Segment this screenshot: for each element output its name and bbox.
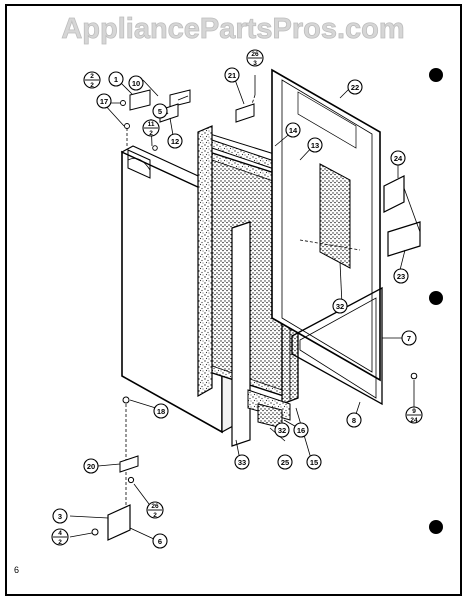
callout-16[interactable]: 16 bbox=[293, 422, 309, 438]
callout-11-over-2[interactable]: 11 2 bbox=[142, 119, 160, 137]
binder-hole-top bbox=[429, 68, 443, 82]
page-border bbox=[5, 4, 462, 596]
callout-9-over-24[interactable]: 9 24 bbox=[405, 406, 423, 424]
svg-text:24: 24 bbox=[394, 154, 403, 163]
svg-text:2: 2 bbox=[58, 539, 62, 546]
bottom-door-frame bbox=[291, 286, 383, 406]
svg-text:26: 26 bbox=[151, 503, 159, 510]
callout-25[interactable]: 25 bbox=[277, 454, 293, 470]
svg-text:22: 22 bbox=[351, 83, 359, 92]
binder-hole-bottom bbox=[429, 520, 443, 534]
callout-13[interactable]: 13 bbox=[307, 137, 323, 153]
callout-32-front[interactable]: 32 bbox=[274, 422, 290, 438]
svg-text:17: 17 bbox=[100, 97, 108, 106]
svg-text:12: 12 bbox=[171, 137, 179, 146]
svg-text:13: 13 bbox=[311, 141, 319, 150]
callout-6[interactable]: 6 bbox=[152, 533, 168, 549]
callout-21[interactable]: 21 bbox=[224, 67, 240, 83]
callout-2-over-2[interactable]: 2 2 bbox=[83, 71, 101, 89]
svg-text:33: 33 bbox=[238, 458, 246, 467]
svg-text:6: 6 bbox=[158, 537, 162, 546]
svg-text:32: 32 bbox=[278, 426, 286, 435]
door-rear-panel bbox=[271, 68, 381, 382]
callout-8[interactable]: 8 bbox=[346, 412, 362, 428]
page-number: 6 bbox=[14, 565, 19, 575]
svg-text:26: 26 bbox=[251, 51, 259, 58]
svg-text:2: 2 bbox=[90, 73, 94, 80]
callout-10[interactable]: 10 bbox=[128, 75, 144, 91]
svg-text:2: 2 bbox=[153, 512, 157, 519]
callout-1[interactable]: 1 bbox=[108, 71, 124, 87]
door-closer-assembly bbox=[383, 175, 421, 257]
svg-text:7: 7 bbox=[407, 334, 411, 343]
callout-5[interactable]: 5 bbox=[152, 103, 168, 119]
callout-26-over-2[interactable]: 26 2 bbox=[146, 501, 164, 519]
bottom-trim bbox=[231, 221, 291, 447]
svg-text:21: 21 bbox=[228, 71, 236, 80]
svg-text:9: 9 bbox=[412, 408, 416, 415]
svg-text:1: 1 bbox=[114, 75, 118, 84]
svg-text:14: 14 bbox=[289, 126, 298, 135]
callout-18[interactable]: 18 bbox=[153, 403, 169, 419]
callout-32-rear[interactable]: 32 bbox=[332, 298, 348, 314]
svg-text:23: 23 bbox=[397, 272, 405, 281]
svg-text:2: 2 bbox=[149, 130, 153, 137]
svg-text:2: 2 bbox=[90, 82, 94, 89]
svg-text:5: 5 bbox=[158, 107, 162, 116]
callout-24[interactable]: 24 bbox=[390, 150, 406, 166]
callout-22[interactable]: 22 bbox=[347, 79, 363, 95]
bottom-hinge-hardware bbox=[91, 372, 418, 541]
callout-33[interactable]: 33 bbox=[234, 454, 250, 470]
callout-15[interactable]: 15 bbox=[306, 454, 322, 470]
callout-17[interactable]: 17 bbox=[96, 93, 112, 109]
svg-text:15: 15 bbox=[310, 458, 318, 467]
watermark-text: AppliancePartsPros.com bbox=[61, 13, 404, 45]
callout-4-over-2[interactable]: 4 2 bbox=[51, 528, 69, 546]
callout-3[interactable]: 3 bbox=[52, 508, 68, 524]
svg-text:3: 3 bbox=[58, 512, 62, 521]
svg-text:10: 10 bbox=[132, 79, 140, 88]
callout-23[interactable]: 23 bbox=[393, 268, 409, 284]
svg-text:32: 32 bbox=[336, 302, 344, 311]
binder-hole-middle bbox=[429, 291, 443, 305]
svg-text:16: 16 bbox=[297, 426, 305, 435]
svg-text:11: 11 bbox=[148, 121, 155, 128]
svg-text:25: 25 bbox=[281, 458, 289, 467]
callout-14[interactable]: 14 bbox=[285, 122, 301, 138]
svg-text:20: 20 bbox=[87, 462, 95, 471]
svg-text:24: 24 bbox=[410, 417, 418, 424]
svg-text:3: 3 bbox=[253, 60, 257, 67]
callout-20[interactable]: 20 bbox=[83, 458, 99, 474]
callout-12[interactable]: 12 bbox=[167, 133, 183, 149]
callout-7[interactable]: 7 bbox=[401, 330, 417, 346]
callout-26-over-3[interactable]: 26 3 bbox=[246, 49, 264, 67]
top-hinge-hardware bbox=[120, 89, 256, 151]
svg-text:4: 4 bbox=[58, 530, 62, 537]
svg-text:8: 8 bbox=[352, 416, 356, 425]
svg-text:18: 18 bbox=[157, 407, 165, 416]
